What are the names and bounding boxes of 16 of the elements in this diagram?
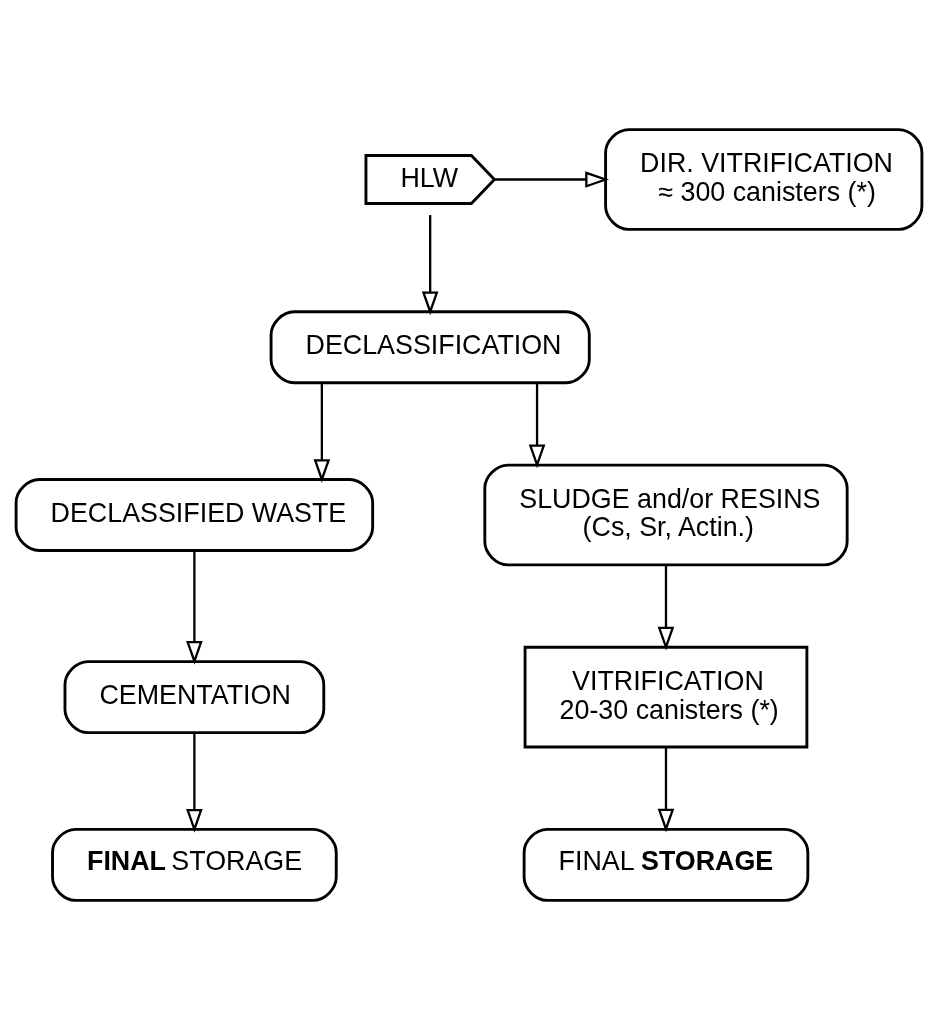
arrow: [313, 382, 331, 483]
arrow: [657, 565, 675, 651]
arrow: [421, 215, 439, 316]
node-box: FINAL STORAGE: [51, 827, 338, 902]
arrow: [186, 732, 203, 833]
arrow: [528, 382, 546, 469]
node-box: CEMENTATION: [63, 660, 326, 735]
arrow: [657, 747, 675, 833]
node-box: FINAL STORAGE: [522, 827, 810, 902]
node-box: VITRIFICATION 20-30 canisters (*): [523, 645, 809, 749]
node-box: SLUDGE and/or RESINS (Cs, Sr, Actin.): [483, 463, 849, 567]
arrow: [494, 171, 609, 188]
node-box: DECLASSIFIED WASTE: [14, 478, 375, 552]
node-box: DECLASSIFICATION: [269, 310, 591, 385]
arrow: [186, 551, 203, 665]
node-box: DIR. VITRIFICATION ≈ 300 canisters (*): [604, 128, 924, 231]
